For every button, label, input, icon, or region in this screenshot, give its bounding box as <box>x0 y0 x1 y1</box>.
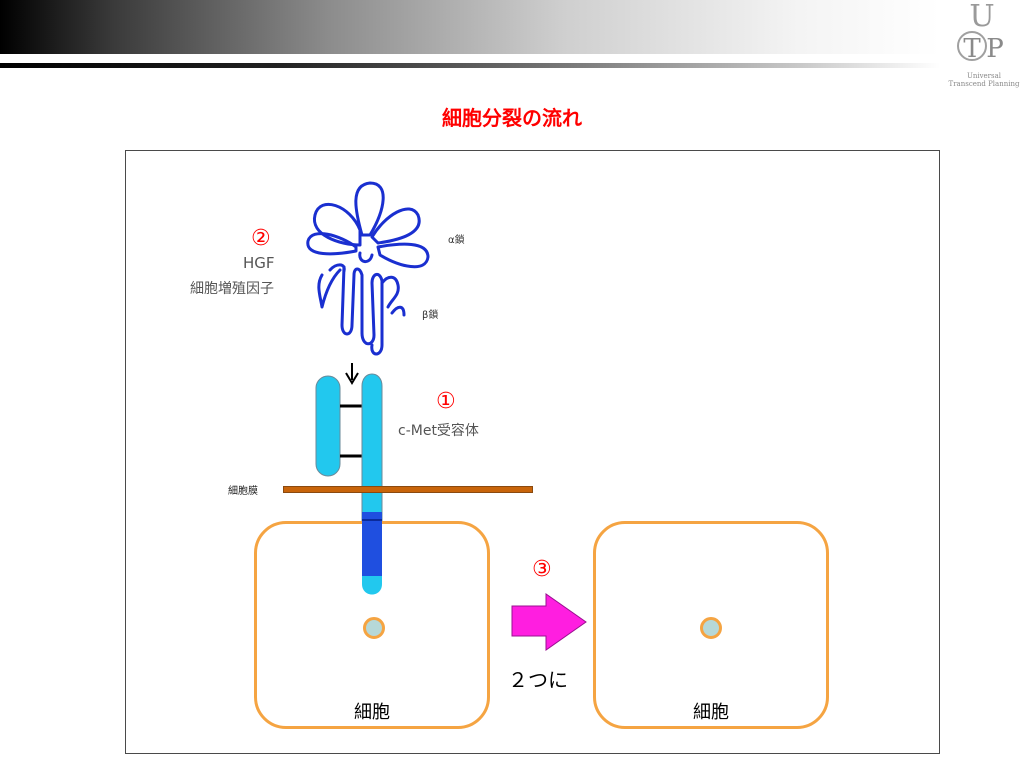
cell-right-label: 細胞 <box>693 702 729 723</box>
membrane-label: 細胞膜 <box>228 486 258 497</box>
receptor-tail-overlay <box>362 512 382 595</box>
cell-left: 細胞 <box>254 521 490 729</box>
diagram-frame <box>125 150 940 754</box>
company-logo: U T P Universal Transcend Planning <box>944 0 1024 92</box>
division-arrow-icon <box>511 593 587 651</box>
marker-two: ② <box>251 226 271 251</box>
header-gradient-bar <box>0 0 940 54</box>
slide-title: 細胞分裂の流れ <box>442 106 582 130</box>
cell-left-label: 細胞 <box>354 702 390 723</box>
cell-membrane-bar <box>283 486 533 493</box>
arrow-caption: ２つに <box>508 668 568 692</box>
cell-left-nucleus <box>363 617 385 639</box>
marker-one: ① <box>436 389 456 414</box>
cell-right: 細胞 <box>593 521 829 729</box>
hgf-protein-illustration <box>306 181 430 385</box>
header-rule <box>0 63 940 68</box>
hgf-name-label: HGF <box>243 254 275 272</box>
alpha-chain-label: α鎖 <box>448 235 465 246</box>
receptor-label: c-Met受容体 <box>398 423 479 439</box>
logo-caption-line2: Transcend Planning <box>948 80 1020 88</box>
svg-text:T: T <box>963 34 981 64</box>
svg-text:U: U <box>969 0 994 34</box>
cell-right-nucleus <box>700 617 722 639</box>
marker-three: ③ <box>532 557 552 582</box>
utp-monogram-icon: U T P <box>957 0 1004 64</box>
logo-caption-line1: Universal <box>966 72 1002 80</box>
beta-chain-label: β鎖 <box>422 310 439 321</box>
hgf-description-label: 細胞増殖因子 <box>190 281 274 297</box>
svg-text:P: P <box>986 34 1004 64</box>
